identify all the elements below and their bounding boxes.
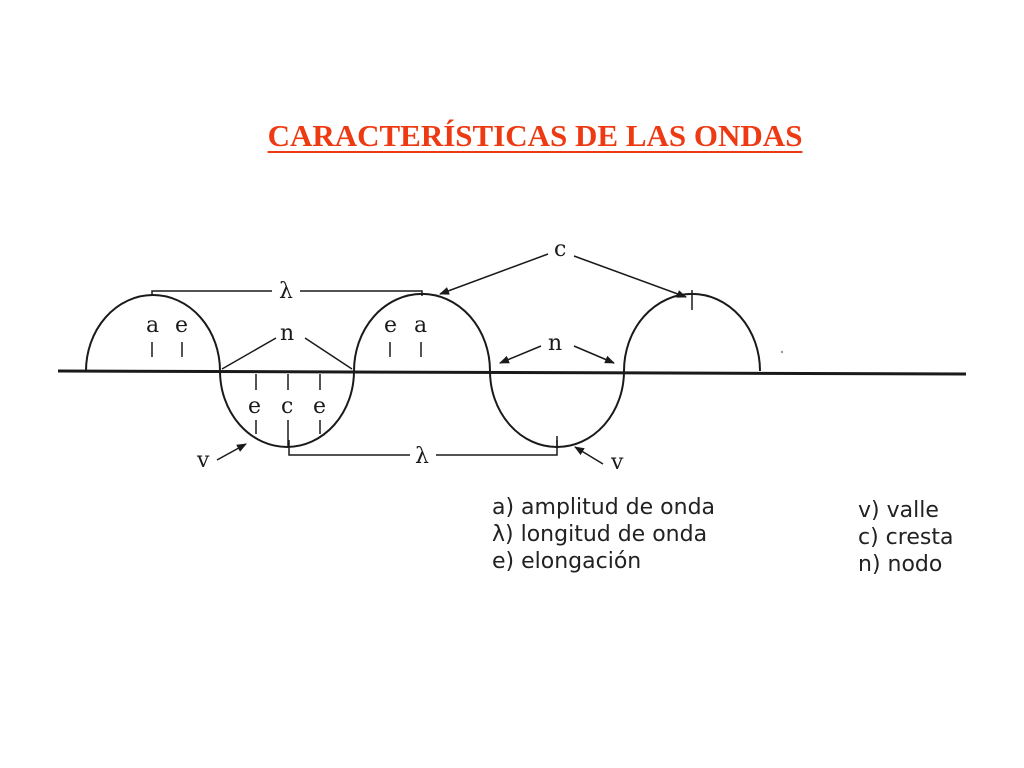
- legend-left: a) amplitud de onda λ) longitud de onda …: [492, 494, 715, 575]
- legend-item: c) cresta: [858, 525, 954, 550]
- crest-label-valley: c: [281, 394, 293, 419]
- node-arrow: [573, 345, 615, 364]
- elongation-label-4: e: [313, 394, 326, 419]
- elongation-label-2: e: [384, 313, 397, 338]
- crest-label: c: [554, 237, 566, 262]
- crest-arrow: [573, 255, 687, 298]
- valley-arrow: [216, 443, 247, 461]
- legend-item: λ) longitud de onda: [492, 522, 708, 547]
- node-pointer: [304, 337, 353, 370]
- lambda-label-bottom: λ: [415, 444, 429, 469]
- node-arrow: [499, 345, 542, 364]
- axis-line: [57, 369, 967, 376]
- wavelength-bracket-top: [151, 290, 423, 296]
- amplitude-label-1: a: [146, 313, 159, 338]
- legend-item: e) elongación: [492, 549, 642, 574]
- legend-item: n) nodo: [858, 552, 943, 577]
- legend-item: a) amplitud de onda: [492, 495, 716, 520]
- lambda-label-top: λ: [279, 279, 293, 304]
- node-label-2: n: [548, 331, 562, 356]
- valley-label-2: v: [610, 450, 624, 475]
- page-title: CARACTERÍSTICAS DE LAS ONDAS: [267, 118, 803, 153]
- legend-right: v) valle c) cresta n) nodo: [858, 497, 953, 578]
- node-pointer: [221, 337, 277, 370]
- amplitude-label-2: a: [414, 313, 427, 338]
- wave-curve: [85, 292, 761, 448]
- valley-arrow: [574, 446, 604, 465]
- node-label-1: n: [280, 321, 294, 346]
- elongation-label-3: e: [248, 394, 261, 419]
- stray-dot: [780, 350, 784, 354]
- crest-arrow: [439, 253, 549, 295]
- elongation-label-1: e: [175, 313, 188, 338]
- legend-item: v) valle: [858, 498, 939, 523]
- valley-label-1: v: [196, 448, 210, 473]
